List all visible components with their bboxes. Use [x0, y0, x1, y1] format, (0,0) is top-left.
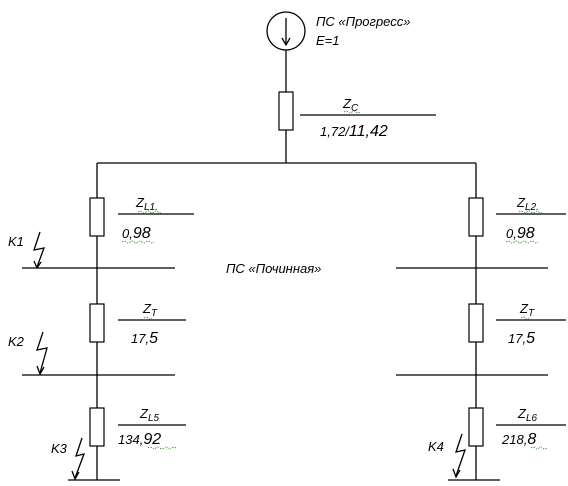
fault-k3-label: K3: [51, 441, 68, 456]
zt-left-label: ZT: [142, 301, 158, 319]
fault-k1-arrow: [33, 231, 46, 270]
source-symbol: [266, 11, 306, 51]
zt-right-label: ZT: [519, 301, 535, 319]
zl2-value: 0,98: [506, 225, 535, 242]
fault-k4-label: K4: [428, 439, 444, 454]
zl1-value: 0,98: [122, 225, 151, 242]
left-line-resistor: [89, 197, 105, 237]
system-resistor: [278, 91, 294, 131]
bus-name: ПС «Починная»: [226, 261, 321, 276]
right-line-resistor: [468, 197, 484, 237]
zl1-label: ZL1.: [135, 195, 158, 213]
zc-label: ZC: [342, 96, 359, 114]
zc-value: 1,72/11,42: [320, 123, 388, 140]
fault-k2-arrow: [36, 331, 48, 376]
fault-k4-arrow: [452, 433, 466, 479]
zl5-value: 134,92: [118, 431, 161, 448]
fault-k1-label: K1: [8, 234, 24, 249]
fault-k3-arrow: [71, 437, 86, 481]
zl6-label: ZL6: [517, 406, 538, 424]
left-load-resistor: [89, 407, 105, 447]
source-name: ПС «Прогресс»: [316, 14, 411, 29]
zt-left-value: 17,5: [131, 330, 158, 347]
zt-right-value: 17,5: [508, 330, 535, 347]
zl6-value: 218,8: [501, 431, 536, 448]
right-transformer-resistor: [468, 303, 484, 343]
left-transformer-resistor: [89, 303, 105, 343]
fault-k2-label: K2: [8, 334, 25, 349]
zl5-label: ZL5: [139, 406, 160, 424]
zl2-label: ZL2.: [516, 195, 539, 213]
source-emf: E=1: [316, 33, 340, 48]
right-load-resistor: [468, 407, 484, 447]
